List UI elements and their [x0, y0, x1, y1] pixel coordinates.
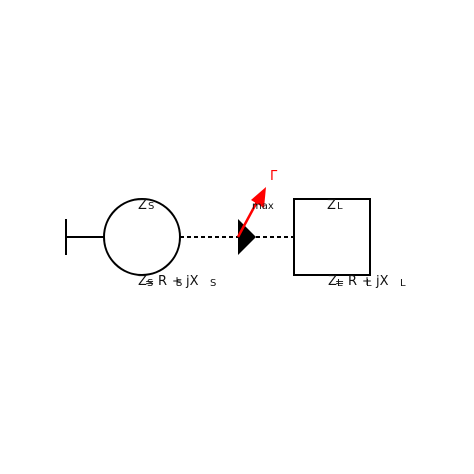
- source-equation: Z S = R S + jX S: [138, 274, 216, 289]
- source-eq-r: R: [158, 274, 167, 289]
- source-eq-plus: +: [172, 274, 182, 288]
- reflection-symbol: Γ: [270, 169, 278, 184]
- load-eq-plus: +: [362, 274, 372, 288]
- source-eq-equals: =: [145, 276, 154, 289]
- load-eq-lhs: Z: [328, 274, 337, 289]
- source-eq-r-sub: S: [176, 278, 182, 289]
- load-eq-equals: =: [335, 276, 344, 289]
- load-eq-lhs-sub: L: [337, 278, 343, 289]
- load-eq-jx-sub: L: [400, 278, 406, 289]
- ground-icon: [65, 219, 104, 255]
- load-equation: Z L = R L + jX L: [328, 274, 406, 289]
- source-eq-lhs-sub: S: [147, 278, 153, 289]
- reflection-subscript: max: [252, 201, 274, 212]
- reflection-arrow-icon: [236, 187, 266, 238]
- source-eq-jx: jX: [185, 274, 199, 289]
- load-label-sub: L: [337, 201, 343, 212]
- load-box-icon: [293, 198, 371, 276]
- matching-triangle-icon: [238, 219, 256, 255]
- load-eq-jx: jX: [375, 274, 389, 289]
- load-label: Z: [327, 198, 336, 213]
- load-eq-r: R: [348, 274, 357, 289]
- source-eq-jx-sub: S: [210, 278, 216, 289]
- source-eq-lhs: Z: [138, 274, 147, 289]
- source-label-sub: S: [148, 201, 154, 212]
- load-eq-r-sub: L: [366, 278, 372, 289]
- source-label: Z: [138, 198, 147, 213]
